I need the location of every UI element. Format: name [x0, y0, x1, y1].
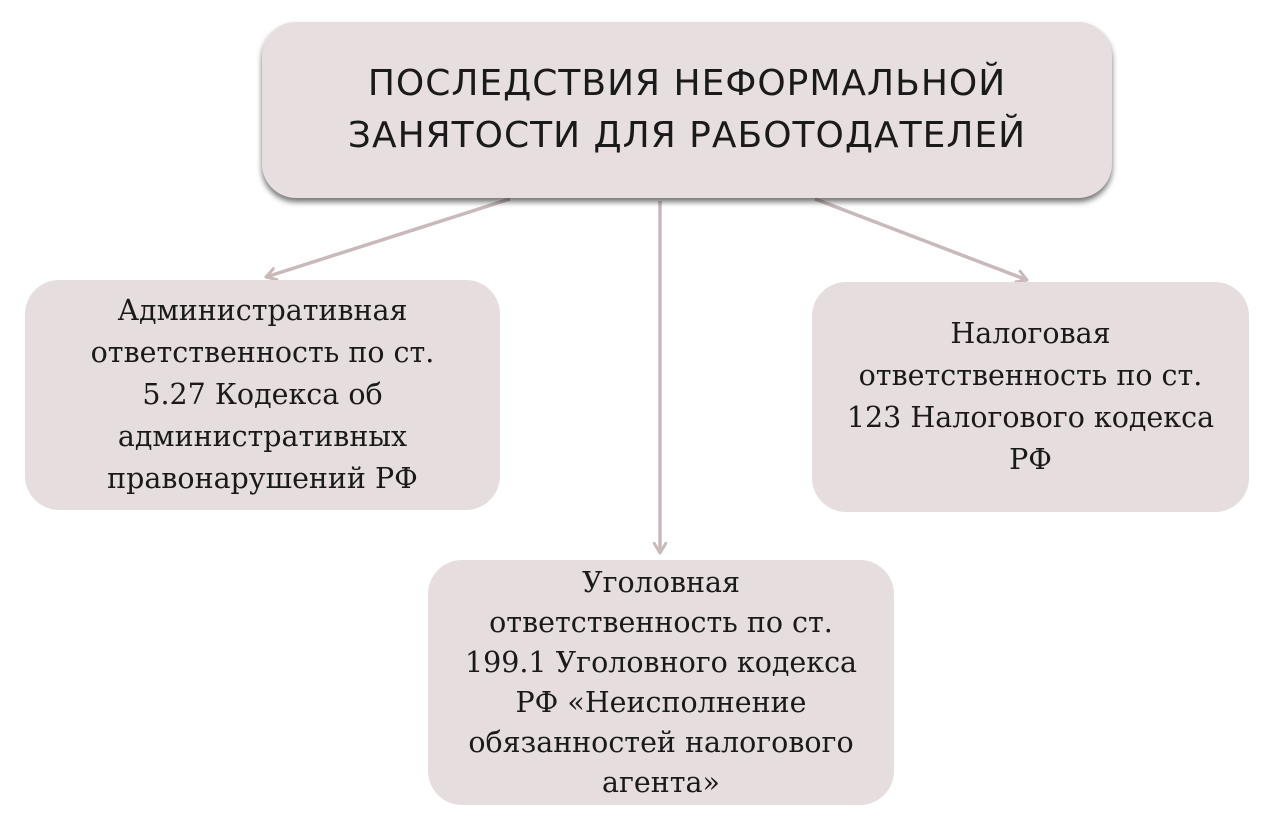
root-node: ПОСЛЕДСТВИЯ НЕФОРМАЛЬНОЙ ЗАНЯТОСТИ ДЛЯ Р… — [262, 22, 1112, 198]
node-administrative-liability-text: Административная ответственность по ст. … — [90, 294, 435, 495]
arrow-to-admin — [266, 197, 511, 277]
node-criminal-liability-text: Уголовная ответственность по ст. 199.1 У… — [464, 565, 858, 799]
node-criminal-liability: Уголовная ответственность по ст. 199.1 У… — [428, 560, 894, 805]
node-tax-liability: Налоговая ответственность по ст. 123 Нал… — [812, 282, 1249, 512]
root-node-text: ПОСЛЕДСТВИЯ НЕФОРМАЛЬНОЙ ЗАНЯТОСТИ ДЛЯ Р… — [347, 63, 1027, 156]
node-administrative-liability: Административная ответственность по ст. … — [25, 280, 500, 510]
arrow-to-tax — [814, 197, 1027, 280]
node-tax-liability-text: Налоговая ответственность по ст. 123 Нал… — [846, 317, 1215, 476]
